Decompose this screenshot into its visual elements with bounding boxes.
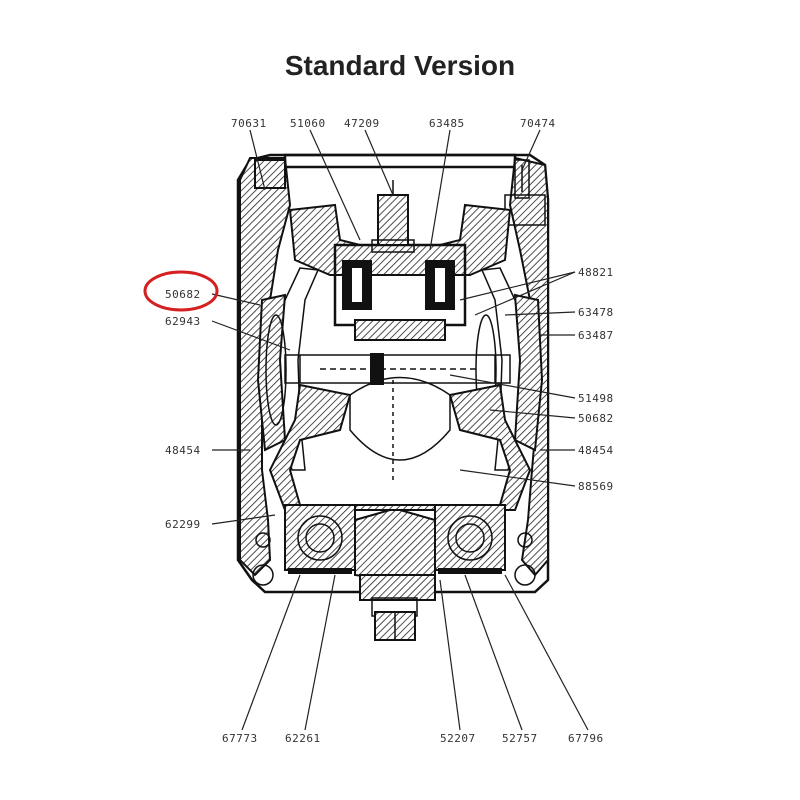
callout-70631: 70631 bbox=[231, 117, 267, 130]
callout-62943: 62943 bbox=[165, 315, 201, 328]
page-title: Standard Version bbox=[284, 50, 516, 81]
callout-labels: 70631 51060 47209 63485 70474 50682 6294… bbox=[165, 117, 614, 745]
callout-52207: 52207 bbox=[440, 732, 476, 745]
callout-63485: 63485 bbox=[429, 117, 465, 130]
callout-63487: 63487 bbox=[578, 329, 614, 342]
leader-lines bbox=[211, 129, 589, 731]
callout-62299: 62299 bbox=[165, 518, 201, 531]
callout-48454-right: 48454 bbox=[578, 444, 614, 457]
callout-62261: 62261 bbox=[285, 732, 321, 745]
callout-50682-right: 50682 bbox=[578, 412, 614, 425]
highlight-circle bbox=[143, 270, 219, 312]
callout-50682-left: 50682 bbox=[165, 288, 201, 301]
callout-47209: 47209 bbox=[344, 117, 380, 130]
callout-70474: 70474 bbox=[520, 117, 556, 130]
callout-48821: 48821 bbox=[578, 266, 614, 279]
callout-51498: 51498 bbox=[578, 392, 614, 405]
callout-67773: 67773 bbox=[222, 732, 258, 745]
callout-51060: 51060 bbox=[290, 117, 326, 130]
callout-67796: 67796 bbox=[568, 732, 604, 745]
callout-48454-left: 48454 bbox=[165, 444, 201, 457]
callout-88569: 88569 bbox=[578, 480, 614, 493]
pump-body bbox=[236, 153, 550, 641]
callout-63478: 63478 bbox=[578, 306, 614, 319]
callout-52757: 52757 bbox=[502, 732, 538, 745]
